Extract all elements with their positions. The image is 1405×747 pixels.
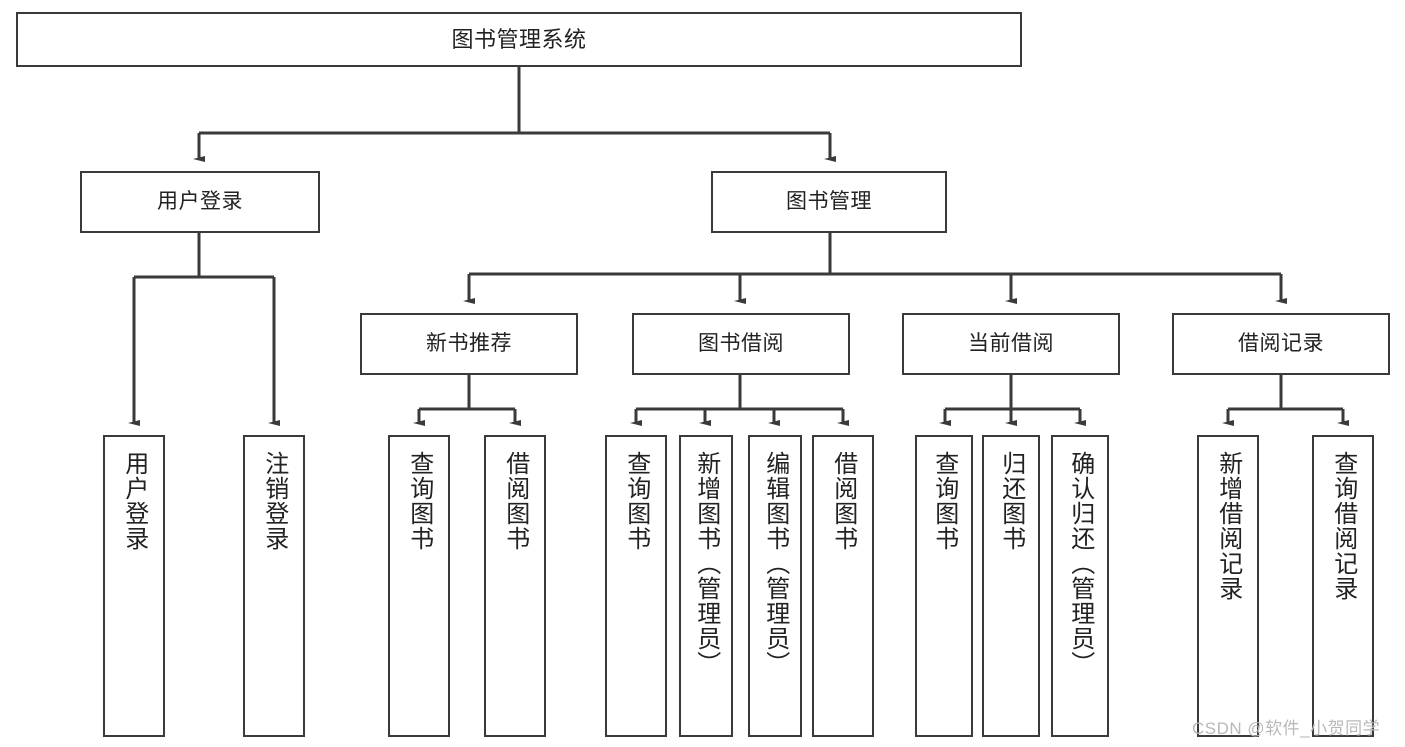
node-borrow-record[interactable]: 借阅记录 (1172, 313, 1390, 375)
node-label: 用户登录 (157, 189, 243, 213)
node-label: 当前借阅 (968, 331, 1054, 355)
node-leaf-query-book-recommend[interactable]: 查询图书 (388, 435, 450, 737)
node-book-management[interactable]: 图书管理 (711, 171, 947, 233)
node-label: 新增图书（管理员） (692, 451, 720, 676)
node-root-system[interactable]: 图书管理系统 (16, 12, 1022, 67)
node-leaf-logout[interactable]: 注销登录 (243, 435, 305, 737)
node-label: 注销登录 (260, 451, 288, 551)
node-label: 编辑图书（管理员） (761, 451, 789, 676)
node-leaf-confirm-return-admin[interactable]: 确认归还（管理员） (1051, 435, 1109, 737)
node-label: 确认归还（管理员） (1066, 451, 1094, 676)
node-leaf-query-book-borrow[interactable]: 查询图书 (605, 435, 667, 737)
node-new-book-recommend[interactable]: 新书推荐 (360, 313, 578, 375)
node-book-borrow[interactable]: 图书借阅 (632, 313, 850, 375)
node-leaf-borrow-book-recommend[interactable]: 借阅图书 (484, 435, 546, 737)
node-leaf-add-book-admin[interactable]: 新增图书（管理员） (679, 435, 733, 737)
node-label: 查询图书 (930, 451, 958, 551)
node-leaf-user-login[interactable]: 用户登录 (103, 435, 165, 737)
node-label: 借阅图书 (501, 451, 529, 551)
node-leaf-add-borrow-record[interactable]: 新增借阅记录 (1197, 435, 1259, 737)
node-leaf-query-borrow-record[interactable]: 查询借阅记录 (1312, 435, 1374, 737)
node-label: 查询借阅记录 (1329, 451, 1357, 601)
node-label: 图书借阅 (698, 331, 784, 355)
node-label: 查询图书 (622, 451, 650, 551)
node-user-login[interactable]: 用户登录 (80, 171, 320, 233)
node-label: 新书推荐 (426, 331, 512, 355)
watermark-text: CSDN @软件_小贺同学 (1192, 719, 1381, 738)
node-label: 查询图书 (405, 451, 433, 551)
node-leaf-edit-book-admin[interactable]: 编辑图书（管理员） (748, 435, 802, 737)
node-leaf-query-book-current[interactable]: 查询图书 (915, 435, 973, 737)
node-label: 图书管理系统 (451, 26, 587, 52)
node-current-borrow[interactable]: 当前借阅 (902, 313, 1120, 375)
node-leaf-borrow-book[interactable]: 借阅图书 (812, 435, 874, 737)
node-label: 借阅图书 (829, 451, 857, 551)
node-label: 借阅记录 (1238, 331, 1324, 355)
node-label: 新增借阅记录 (1214, 451, 1242, 601)
node-leaf-return-book[interactable]: 归还图书 (982, 435, 1040, 737)
node-label: 用户登录 (120, 451, 148, 551)
node-label: 归还图书 (997, 451, 1025, 551)
node-label: 图书管理 (786, 189, 872, 213)
